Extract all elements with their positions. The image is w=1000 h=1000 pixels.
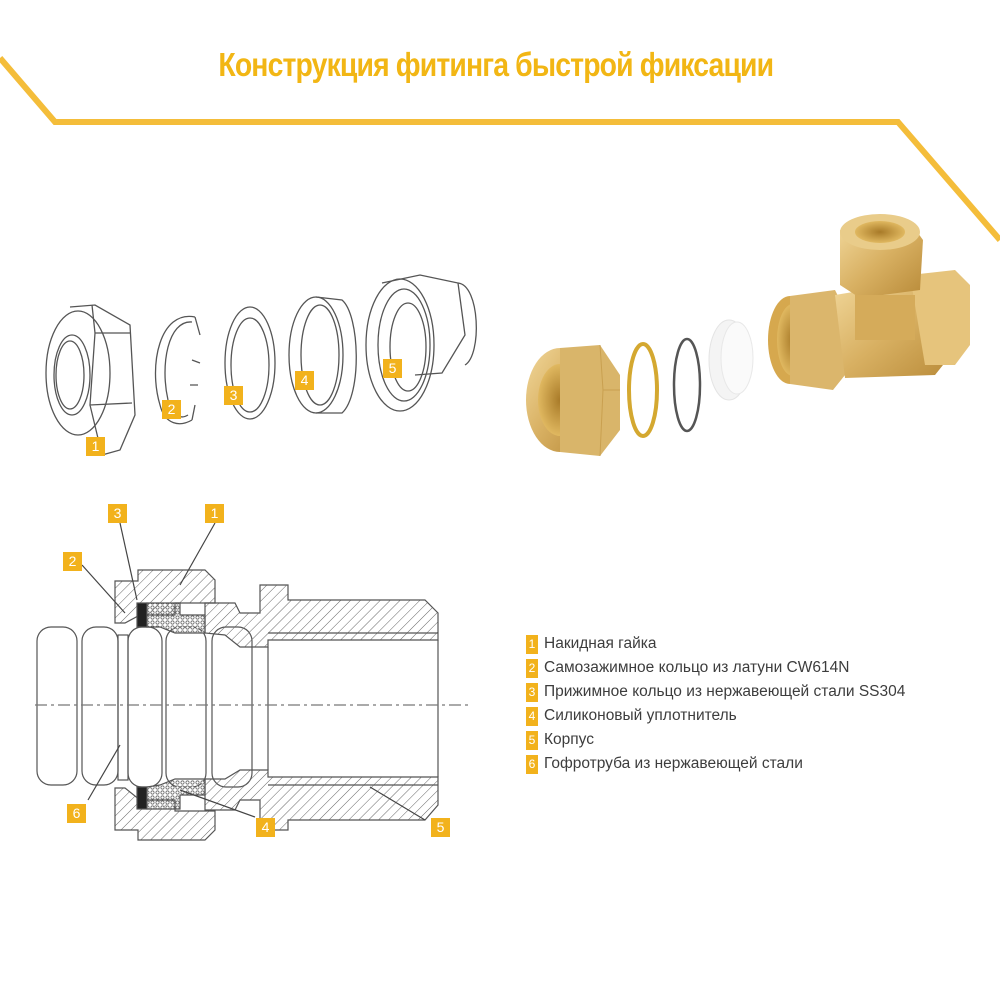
callout-6: 6 [67, 804, 86, 823]
legend-number: 1 [526, 634, 538, 654]
brass-nut [526, 344, 620, 457]
legend-label: Самозажимное кольцо из латуни CW614N [544, 659, 850, 676]
legend-label: Силиконовый уплотнитель [544, 707, 737, 724]
badge-part-2: 2 [162, 400, 181, 419]
cross-section-drawing [20, 495, 500, 855]
badge-part-1: 1 [86, 437, 105, 456]
brass-tee [768, 214, 970, 390]
page-title: Конструкция фитинга быстрой фиксации [218, 46, 774, 83]
seal-sketch [288, 296, 357, 414]
legend-label: Корпус [544, 731, 594, 748]
corrugated-tube [36, 626, 253, 788]
nut-sketch [45, 304, 136, 456]
body-sketch [365, 274, 477, 412]
exploded-view-sketch [20, 255, 500, 465]
product-photo [515, 200, 1000, 470]
legend-number: 2 [526, 658, 538, 678]
legend-item: 5 Корпус [526, 728, 905, 752]
legend-label: Гофротруба из нержавеющей стали [544, 755, 803, 772]
parts-legend: 1 Накидная гайка 2 Самозажимное кольцо и… [526, 632, 905, 776]
silicone-seal [708, 319, 754, 401]
legend-number: 4 [526, 706, 538, 726]
legend-item: 3 Прижимное кольцо из нержавеющей стали … [526, 680, 905, 704]
legend-item: 6 Гофротруба из нержавеющей стали [526, 752, 905, 776]
legend-item: 2 Самозажимное кольцо из латуни CW614N [526, 656, 905, 680]
callout-4: 4 [256, 818, 275, 837]
press-ring-sketch [224, 306, 276, 420]
legend-number: 3 [526, 682, 538, 702]
frame-line [0, 56, 1000, 242]
badge-part-3: 3 [224, 386, 243, 405]
legend-number: 5 [526, 730, 538, 750]
badge-part-4: 4 [295, 371, 314, 390]
callout-5: 5 [431, 818, 450, 837]
brass-split-ring [627, 342, 659, 438]
legend-item: 1 Накидная гайка [526, 632, 905, 656]
callout-2: 2 [63, 552, 82, 571]
legend-number: 6 [526, 754, 538, 774]
legend-item: 4 Силиконовый уплотнитель [526, 704, 905, 728]
legend-label: Прижимное кольцо из нержавеющей стали SS… [544, 683, 906, 700]
steel-ring [672, 337, 702, 433]
badge-part-5: 5 [383, 359, 402, 378]
legend-label: Накидная гайка [544, 635, 657, 652]
callout-1: 1 [205, 504, 224, 523]
callout-3: 3 [108, 504, 127, 523]
